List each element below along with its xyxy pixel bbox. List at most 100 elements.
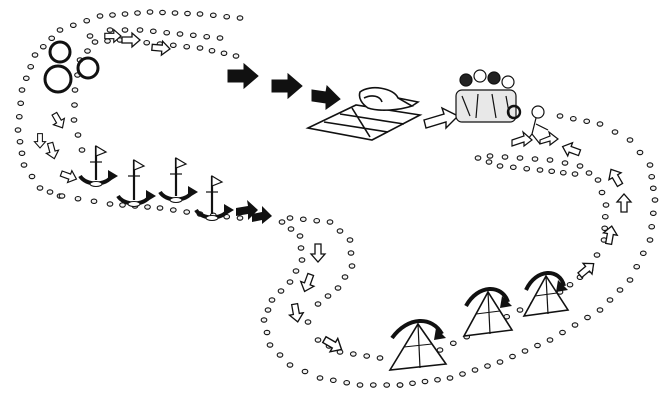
path-dot xyxy=(301,217,307,221)
path-dot xyxy=(87,34,93,38)
path-dot xyxy=(460,372,466,376)
path-dot xyxy=(599,190,605,194)
path-dot xyxy=(79,148,85,152)
path-dot xyxy=(485,364,491,368)
path-dot xyxy=(649,175,655,179)
path-dot xyxy=(475,156,481,160)
path-dot xyxy=(649,225,655,229)
path-dot xyxy=(164,31,170,35)
path-dot xyxy=(160,10,166,14)
path-dot xyxy=(347,238,353,242)
hollow-arrow xyxy=(59,168,79,185)
hollow-arrow-shape xyxy=(311,244,325,262)
path-dot xyxy=(302,369,308,373)
path-dot xyxy=(641,251,647,255)
path-dot xyxy=(19,151,25,155)
rotation-arrowhead xyxy=(224,204,234,216)
path-dot xyxy=(384,383,390,387)
hollow-arrow-shape xyxy=(288,303,305,323)
path-dot xyxy=(344,381,350,385)
path-dot xyxy=(348,251,354,255)
path-dot xyxy=(287,363,293,367)
hollow-arrow xyxy=(34,134,45,148)
hollow-arrow xyxy=(298,272,317,294)
figure-head-4 xyxy=(502,76,514,88)
path-dot xyxy=(147,10,153,14)
path-dot xyxy=(487,154,493,158)
path-dot xyxy=(549,169,555,173)
path-dot xyxy=(172,11,178,15)
folding-prism-stations xyxy=(390,273,568,370)
path-dot xyxy=(357,383,363,387)
path-dot xyxy=(110,13,116,17)
path-dot xyxy=(371,383,377,387)
path-dot xyxy=(572,323,578,327)
black-arrow-2 xyxy=(272,74,302,98)
black-arrow-3 xyxy=(312,86,340,109)
path-dot xyxy=(410,381,416,385)
pin-station xyxy=(80,146,118,187)
pin-base xyxy=(170,198,182,203)
hollow-arrow xyxy=(49,111,68,131)
pin-base xyxy=(206,216,218,221)
lone-figure-body xyxy=(532,118,536,134)
path-dot xyxy=(59,194,65,198)
hollow-arrow-shape xyxy=(59,168,79,185)
hollow-arrow-shape xyxy=(34,134,45,148)
path-dot xyxy=(15,128,21,132)
path-dot xyxy=(278,289,284,293)
path-dot xyxy=(184,45,190,49)
path-dot xyxy=(28,65,34,69)
path-dot xyxy=(49,36,55,40)
path-dot xyxy=(532,157,538,161)
hollow-arrow xyxy=(288,303,305,323)
hollow-arrow xyxy=(122,33,140,47)
path-dot xyxy=(85,49,91,53)
pin-flag xyxy=(96,146,106,156)
prism-station xyxy=(390,321,446,370)
path-dot xyxy=(422,379,428,383)
path-dot xyxy=(315,338,321,342)
path-dot xyxy=(107,28,113,32)
path-dot xyxy=(537,168,543,172)
path-dot xyxy=(325,294,331,298)
people-group-figures xyxy=(456,70,548,144)
path-dot xyxy=(18,101,24,105)
path-dot xyxy=(584,119,590,123)
path-dot xyxy=(97,14,103,18)
path-dot xyxy=(177,32,183,36)
path-dot xyxy=(451,341,457,345)
path-dot xyxy=(572,172,578,176)
black-arrows-top xyxy=(228,64,340,109)
path-dot xyxy=(37,186,43,190)
hollow-arrow-shape xyxy=(605,166,626,189)
path-dot xyxy=(267,343,273,347)
path-dot xyxy=(72,88,78,92)
hollow-arrow xyxy=(560,140,582,159)
figure-head-2 xyxy=(474,70,486,82)
path-dot xyxy=(560,330,566,334)
lone-figure-leg-2 xyxy=(532,134,540,144)
rotation-arrowhead xyxy=(108,170,118,182)
path-dot xyxy=(217,36,223,40)
path-dot xyxy=(547,338,553,342)
path-dot xyxy=(91,199,97,203)
path-dot xyxy=(298,246,304,250)
path-dot xyxy=(603,215,609,219)
path-dot xyxy=(92,40,98,44)
path-dot xyxy=(364,354,370,358)
path-dot xyxy=(612,130,618,134)
dotted-path-borders xyxy=(15,10,658,387)
path-dot xyxy=(351,352,357,356)
pin-base xyxy=(90,182,102,187)
path-dot xyxy=(75,197,81,201)
path-dot xyxy=(287,216,293,220)
path-dot xyxy=(204,35,210,39)
path-dot xyxy=(237,16,243,20)
path-dot xyxy=(317,376,323,380)
path-dot xyxy=(264,330,270,334)
path-dot xyxy=(497,360,503,364)
path-dot xyxy=(197,46,203,50)
